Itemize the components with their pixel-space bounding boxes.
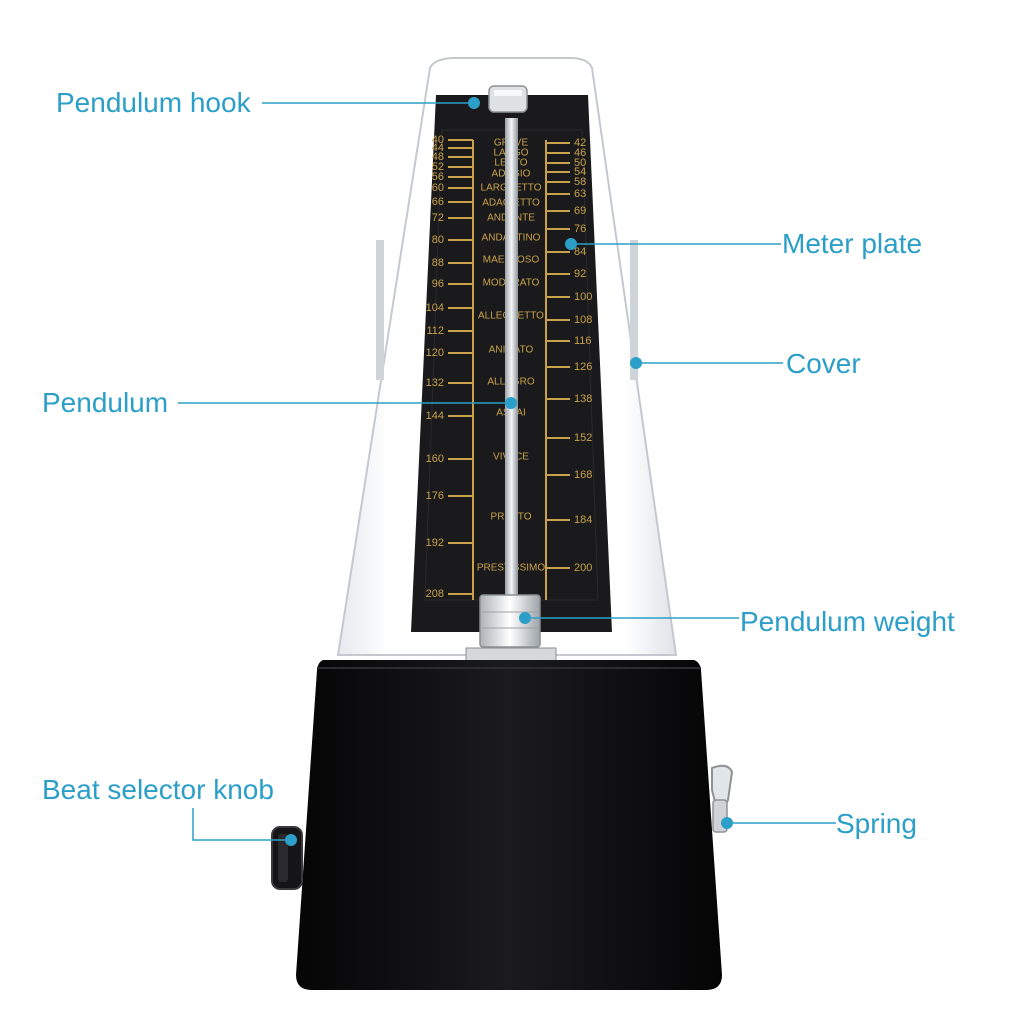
- scale-left-number: 112: [426, 325, 444, 337]
- scale-right-number: 63: [574, 188, 586, 200]
- scale-right-number: 69: [574, 205, 586, 217]
- scale-right-number: 116: [574, 335, 592, 347]
- callout-spring: Spring: [836, 808, 917, 839]
- scale-right-number: 50: [574, 157, 586, 169]
- scale-right-number: 100: [574, 291, 592, 303]
- scale-left-number: 88: [432, 257, 444, 269]
- scale-right-number: 46: [574, 147, 586, 159]
- scale-right-number: 152: [574, 432, 592, 444]
- scale-left-number: 160: [426, 453, 444, 465]
- scale-left-number: 66: [432, 196, 444, 208]
- cover-side-ridge-right: [630, 240, 638, 380]
- plate-inner-frame: [424, 129, 599, 601]
- pendulum-hook: [488, 85, 528, 113]
- scale-right-number: 126: [574, 361, 592, 373]
- scale-left-number: 56: [432, 171, 444, 183]
- cover-side-ridge-left: [376, 240, 384, 380]
- scale-right-number: 84: [574, 246, 586, 258]
- pendulum-weight: [479, 594, 541, 648]
- callout-pendulum-weight: Pendulum weight: [740, 606, 955, 637]
- scale-left-number: 132: [426, 377, 444, 389]
- scale-left-number: 80: [432, 234, 444, 246]
- scale-right-number: 42: [574, 137, 586, 149]
- scale-right-number: 168: [574, 469, 592, 481]
- scale-left-number: 72: [432, 212, 444, 224]
- scale-right-number: 200: [574, 562, 592, 574]
- scale-left-number: 52: [432, 161, 444, 173]
- pendulum-rod: [505, 118, 518, 663]
- scale-left-number: 44: [432, 142, 444, 154]
- scale-right-number: 184: [574, 514, 592, 526]
- scale-left-number: 208: [426, 588, 444, 600]
- callout-cover: Cover: [786, 348, 861, 379]
- callout-pendulum: Pendulum: [42, 387, 169, 418]
- callout-pendulum-hook: Pendulum hook: [56, 87, 251, 118]
- scale-left-number: 144: [426, 410, 444, 422]
- scale-left-number: 176: [426, 490, 444, 502]
- scale-right-number: 138: [574, 393, 592, 405]
- scale-right-number: 92: [574, 268, 586, 280]
- callout-meter-plate: Meter plate: [782, 228, 923, 259]
- scale-right-number: 58: [574, 176, 586, 188]
- scale-left-number: 48: [432, 151, 444, 163]
- scale-right-number: 108: [574, 314, 592, 326]
- scale-left-number: 60: [432, 182, 444, 194]
- scale-right-number: 76: [574, 223, 586, 235]
- scale-left-number: 192: [426, 537, 444, 549]
- scale-left-number: 96: [432, 278, 444, 290]
- scale-left-number: 120: [426, 347, 444, 359]
- scale-left-number: 40: [432, 134, 444, 146]
- scale-left-number: 104: [426, 302, 444, 314]
- pendulum-pivot-bracket: [465, 647, 557, 663]
- metronome-base: [296, 660, 722, 990]
- scale-right-number: 54: [574, 166, 586, 178]
- callout-beat-selector-knob: Beat selector knob: [42, 774, 274, 805]
